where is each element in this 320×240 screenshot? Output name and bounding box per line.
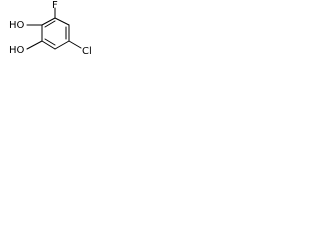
hydroxyl-bottom-label: HO bbox=[9, 45, 25, 56]
atom-labels: F HO HO Cl bbox=[9, 0, 92, 57]
chlorine-label: Cl bbox=[82, 46, 92, 57]
hydroxyl-bottom-bond bbox=[26, 40, 43, 50]
chlorine-bond bbox=[68, 40, 82, 49]
ring-bond-bottom-left bbox=[41, 40, 56, 50]
benzene-ring bbox=[41, 17, 70, 50]
chemical-structure: F HO HO Cl bbox=[9, 0, 92, 57]
substituent-bonds bbox=[26, 7, 82, 50]
ring-inner-double-bond-top-left bbox=[44, 20, 56, 28]
ring-bond-top-right bbox=[54, 17, 70, 26]
ring-bond-bottom-right bbox=[54, 40, 70, 50]
ring-inner-double-bond-bottom-left bbox=[44, 38, 56, 46]
fluorine-label: F bbox=[52, 0, 58, 11]
hydroxyl-top-label: HO bbox=[9, 20, 25, 31]
ring-bond-top-left bbox=[41, 17, 56, 26]
